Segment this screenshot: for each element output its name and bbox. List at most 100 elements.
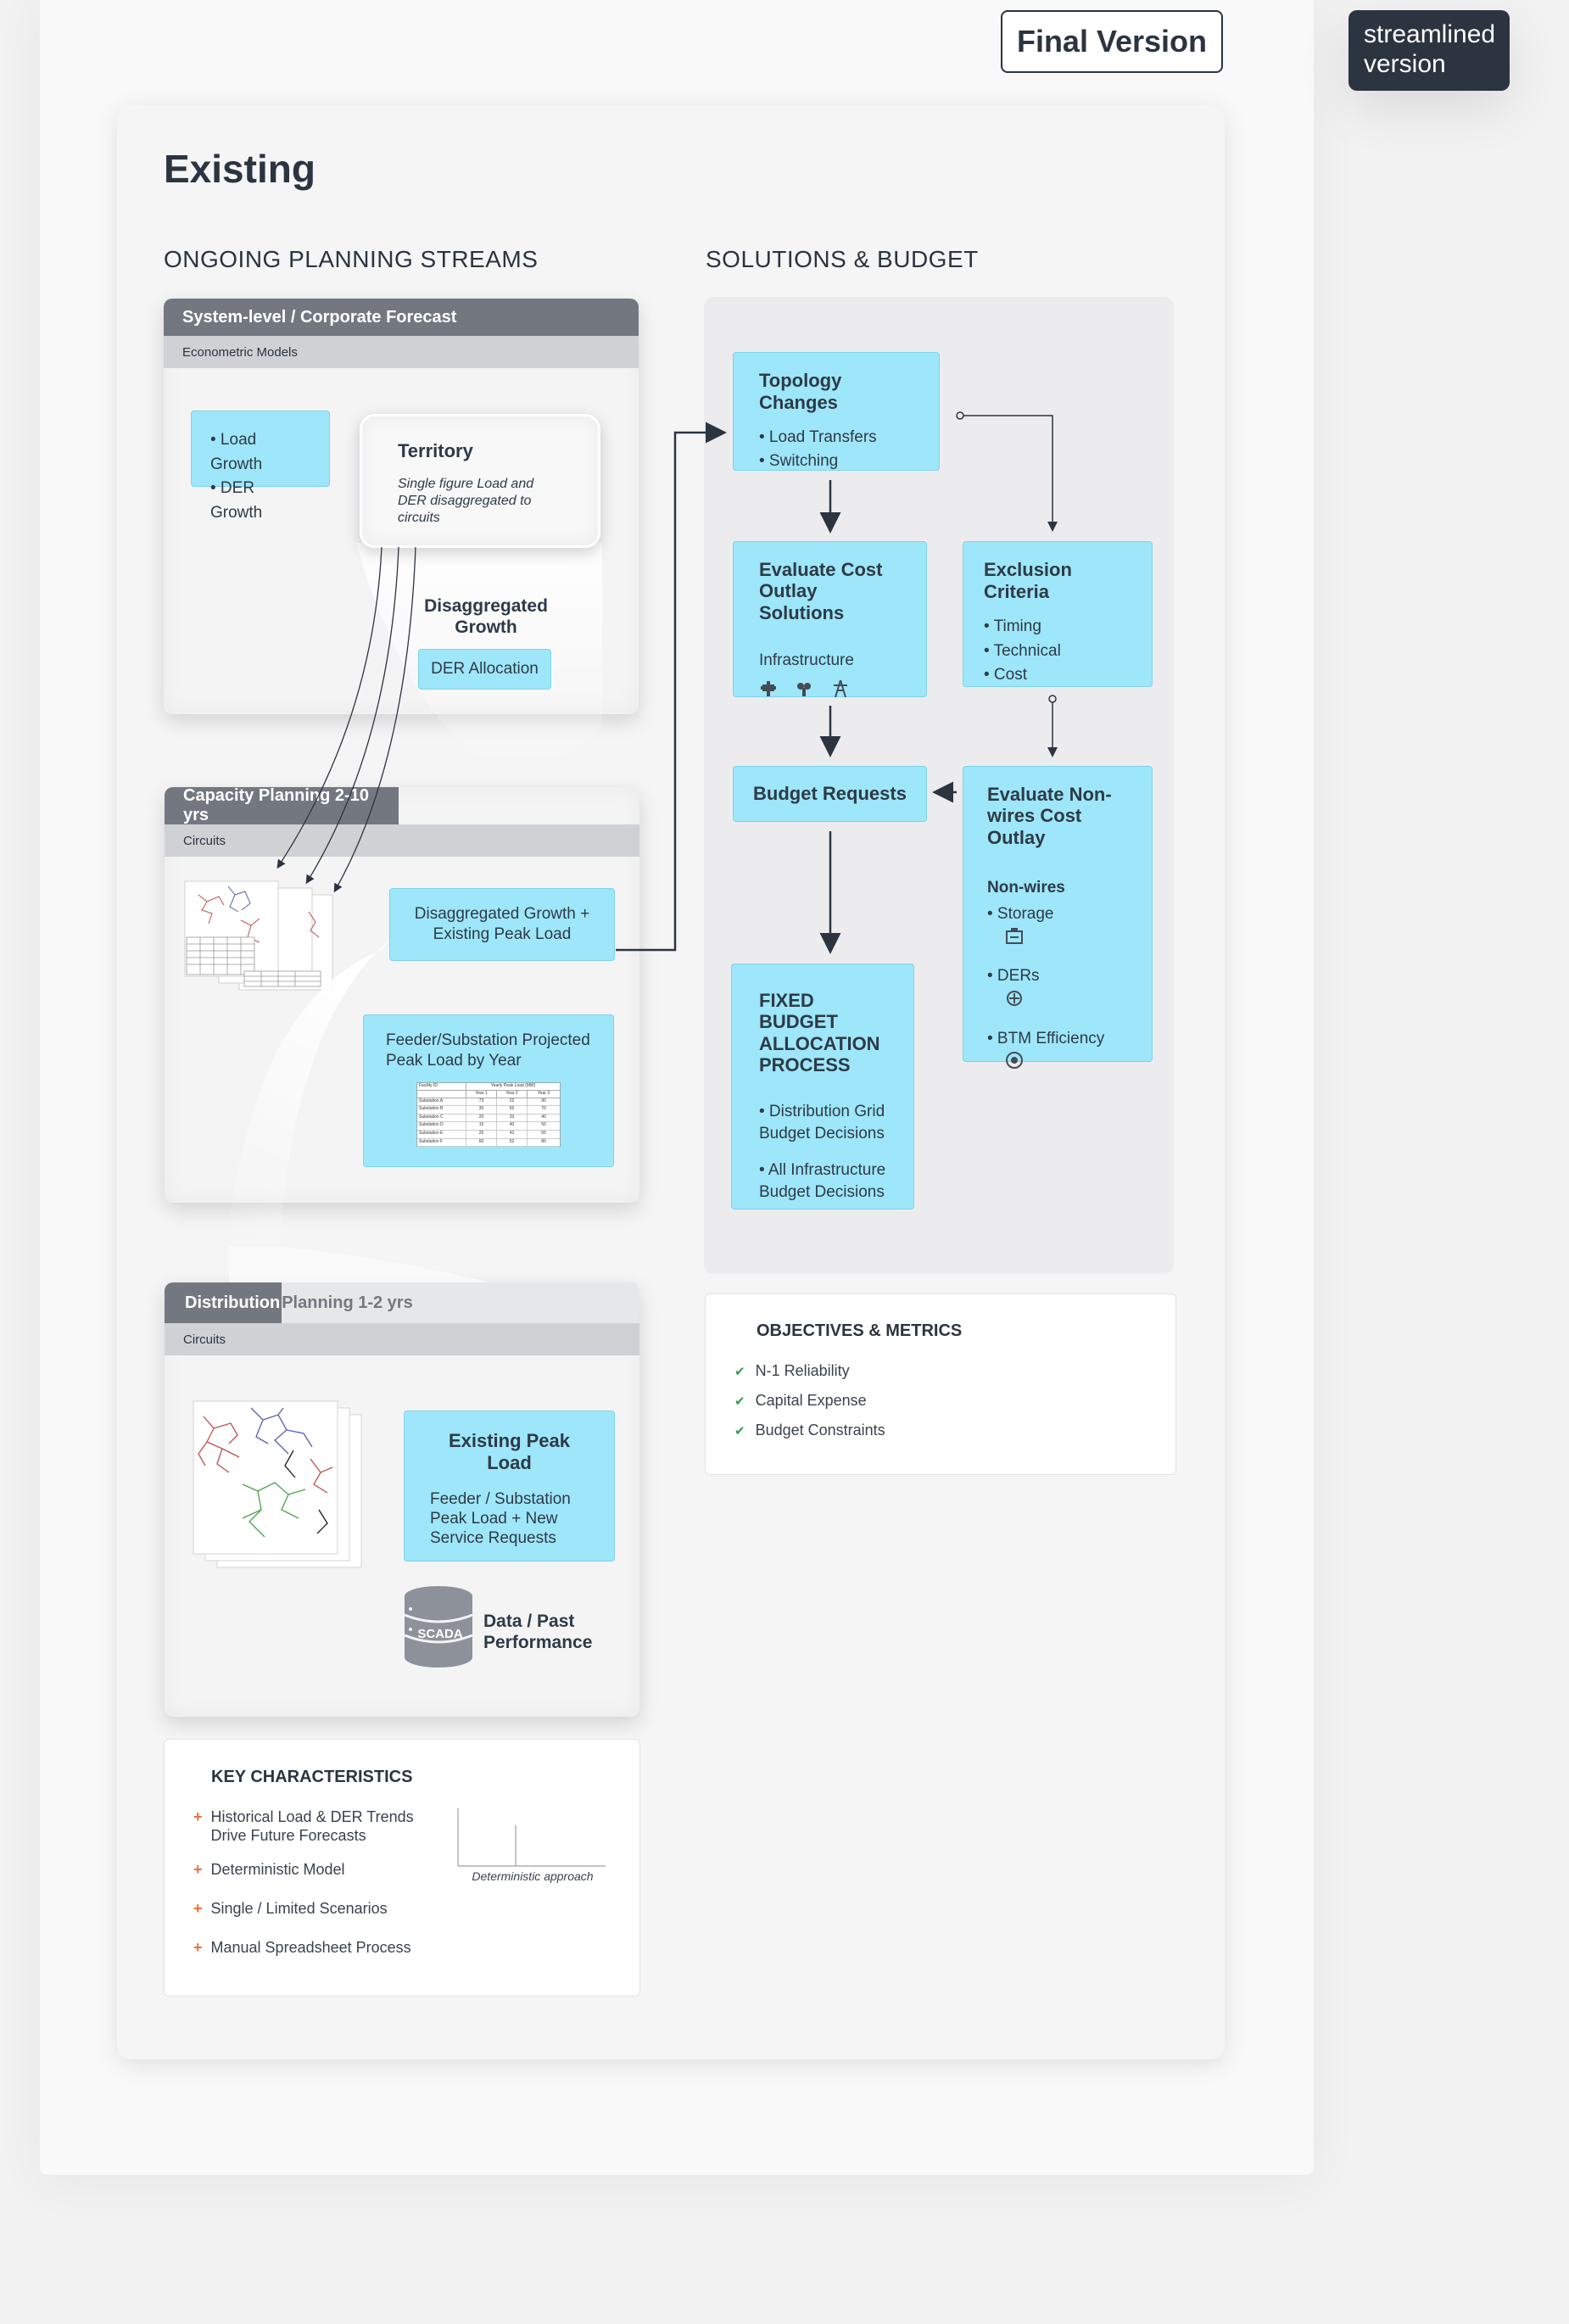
circuit-map-stack-large [193, 1400, 362, 1568]
table-header-facility: Facility ID [417, 1082, 466, 1090]
check-icon: ✔ [734, 1423, 745, 1439]
key-characteristics-title: KEY CHARACTERISTICS [211, 1768, 413, 1786]
table-cell: 73 [466, 1098, 497, 1106]
table-cell: Substation C [417, 1114, 466, 1122]
all-infrastructure-budget-item: • All Infrastructure Budget Decisions [759, 1161, 886, 1202]
timing-item: • Timing [984, 617, 1041, 635]
distribution-planning-sub: Circuits [165, 1323, 639, 1355]
table-cell: 90 [541, 1098, 546, 1103]
objective-item: ✔Capital Expense [734, 1392, 885, 1411]
pole-icon [797, 683, 812, 697]
technical-item: • Technical [984, 641, 1061, 660]
solar-icon [1007, 990, 1022, 1006]
key-item: +Manual Spreadsheet Process [193, 1938, 411, 1956]
evaluate-nonwires-box: Evaluate Non-wires Cost Outlay Non-wires… [963, 766, 1153, 1070]
table-cell: 25 [466, 1131, 497, 1138]
key-item: +Single / Limited Scenarios [193, 1899, 388, 1917]
efficiency-icon [1006, 1052, 1023, 1070]
objective-item: ✔N-1 Reliability [734, 1362, 885, 1381]
storage-icon [1006, 928, 1023, 945]
streamlined-version-button[interactable]: streamlined version [1348, 10, 1510, 91]
table-cell: Substation A [417, 1098, 466, 1106]
nonwires-label: Non-wires [987, 878, 1065, 897]
key-item-text: Historical Load & DER Trends Drive Futur… [210, 1808, 414, 1844]
territory-title: Territory [398, 440, 473, 461]
circuit-map-stack-small [184, 880, 333, 991]
table-cell: Substation D [417, 1122, 466, 1130]
key-characteristics-card [164, 1739, 640, 1997]
table-cell: 52 [497, 1138, 528, 1147]
topology-changes-box: Topology Changes • Load Transfers • Swit… [733, 352, 940, 471]
objectives-title: OBJECTIVES & METRICS [757, 1321, 963, 1340]
evaluate-cost-title: Evaluate Cost Outlay Solutions [759, 559, 883, 623]
table-cell: Substation E [417, 1131, 466, 1138]
check-icon: ✔ [734, 1394, 745, 1409]
nonwires-title: Evaluate Non-wires Cost Outlay [987, 784, 1112, 848]
key-item-text: Manual Spreadsheet Process [210, 1938, 411, 1956]
transformer-icon [761, 681, 776, 697]
table-cell: 20 [466, 1114, 497, 1122]
scada-database-icon [404, 1586, 473, 1668]
distribution-grid-budget-item: • Distribution Grid Budget Decisions [759, 1103, 885, 1142]
objectives-card [705, 1293, 1176, 1475]
table-cell: Substation B [417, 1106, 466, 1114]
territory-desc: Single figure Load and DER disaggregated… [398, 477, 534, 525]
cost-item: • Cost [984, 666, 1027, 684]
table-cell: 22 [497, 1098, 528, 1106]
deterministic-caption: Deterministic approach [472, 1869, 594, 1883]
table-cell: 55 [497, 1106, 528, 1114]
capacity-planning-sub: Circuits [165, 824, 639, 857]
table-cell: 70 [541, 1106, 546, 1112]
system-forecast-sub: Econometric Models [164, 336, 639, 368]
table-header-yearly: Yearly Peak Load (MW) [490, 1082, 536, 1088]
disaggregated-existing-peak-text: Disaggregated Growth + Existing Peak Loa… [414, 905, 590, 944]
table-cell: 40 [497, 1122, 528, 1130]
existing-peak-title: Existing Peak Load [448, 1430, 571, 1473]
table-cell: 60 [466, 1138, 497, 1147]
fixed-budget-box: FIXED BUDGET ALLOCATION PROCESS • Distri… [731, 964, 914, 1209]
disaggregated-existing-peak-box: Disaggregated Growth + Existing Peak Loa… [389, 888, 615, 961]
evaluate-cost-box: Evaluate Cost Outlay Solutions Infrastru… [733, 541, 927, 698]
objective-text: Budget Constraints [755, 1421, 885, 1439]
distribution-head-dark: Distribution [165, 1282, 282, 1323]
switching-item: • Switching [759, 451, 839, 470]
table-subheader-cell: Year 1 [466, 1090, 497, 1098]
exclusion-title: Exclusion Criteria [984, 559, 1072, 602]
table-subheader-cell [417, 1090, 466, 1098]
der-growth-item: • DER Growth [210, 479, 263, 522]
infrastructure-label: Infrastructure [759, 651, 854, 669]
table-subheader-cell: Year 3 [537, 1090, 550, 1096]
page-title: Existing [164, 147, 315, 191]
der-allocation-box: DER Allocation [418, 649, 551, 690]
table-cell: 30 [466, 1106, 497, 1114]
key-item-text: Single / Limited Scenarios [210, 1899, 388, 1917]
btm-efficiency-item: • BTM Efficiency [987, 1029, 1105, 1047]
load-growth-item: • Load Growth [210, 431, 263, 473]
table-subheader-cell: Year 2 [497, 1090, 528, 1098]
existing-peak-load-box: Existing Peak Load Feeder / Substation P… [404, 1411, 615, 1561]
final-version-button[interactable]: Final Version [1001, 10, 1223, 73]
scada-label: SCADA [417, 1627, 463, 1641]
growth-box: • Load Growth • DER Growth [191, 411, 330, 522]
table-cell: 50 [541, 1122, 546, 1128]
planning-streams-title: ONGOING PLANNING STREAMS [164, 246, 539, 272]
solutions-budget-title: SOLUTIONS & BUDGET [706, 246, 979, 272]
transmission-tower-icon [833, 680, 847, 698]
table-cell: 80 [541, 1138, 546, 1144]
key-item: +Historical Load & DER Trends Drive Futu… [193, 1808, 439, 1846]
ders-item: • DERs [987, 967, 1040, 986]
objectives-list: ✔N-1 Reliability ✔Capital Expense ✔ Budge… [734, 1362, 885, 1440]
topology-title: Topology Changes [759, 370, 842, 413]
table-cell: 33 [497, 1114, 528, 1122]
load-transfers-item: • Load Transfers [759, 428, 877, 446]
key-item: +Deterministic Model [193, 1860, 345, 1878]
distribution-head-light: Planning 1-2 yrs [282, 1282, 639, 1323]
objective-item: ✔ Budget Constraints [734, 1422, 885, 1440]
disaggregated-growth-label: Disaggregated Growth [424, 596, 548, 638]
table-cell: 55 [541, 1131, 546, 1136]
infrastructure-icons [759, 679, 901, 698]
